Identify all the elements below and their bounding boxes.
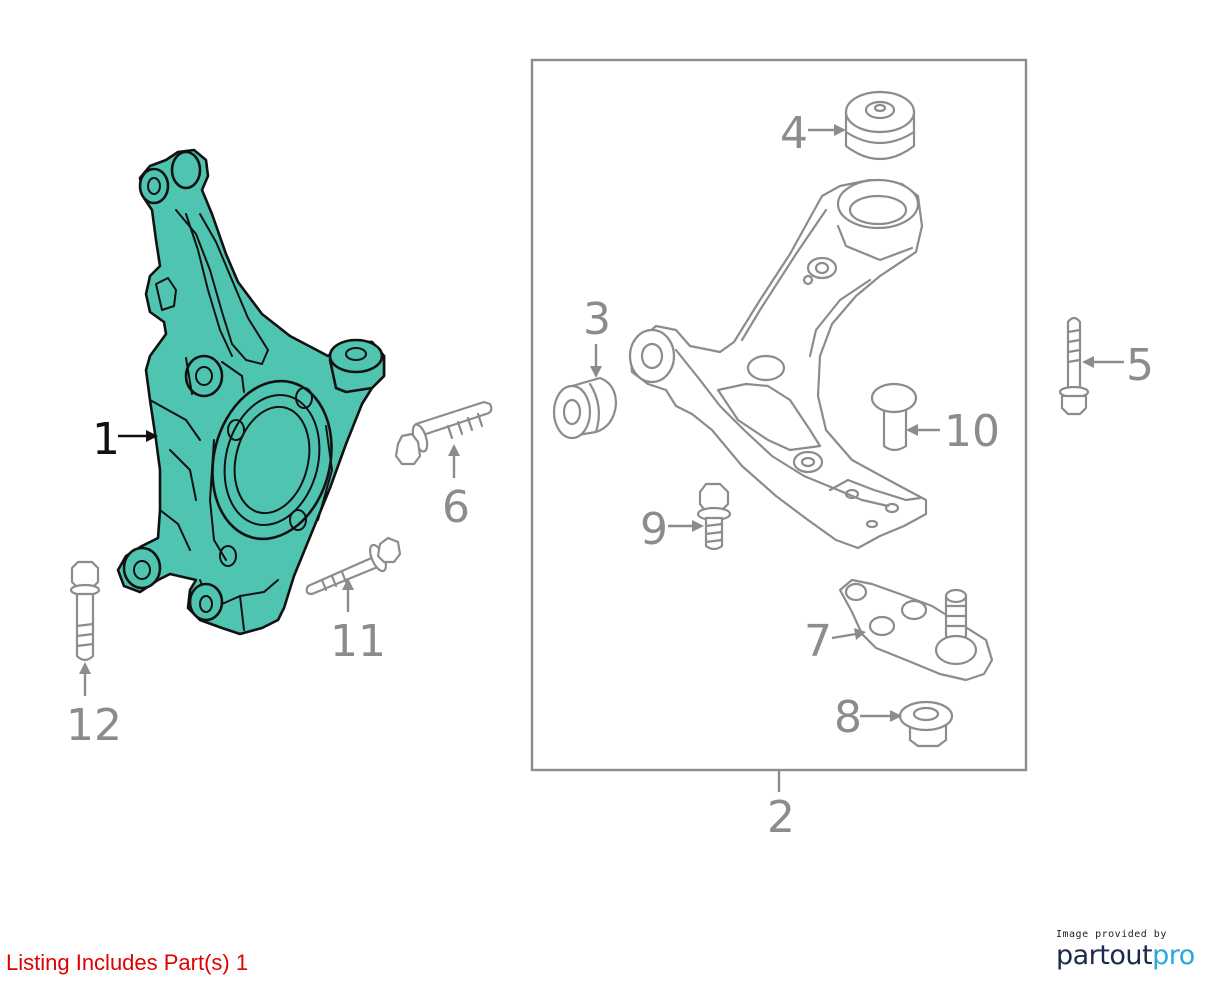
part-6-bolt[interactable]: [394, 400, 493, 466]
part-2-control-arm-assembly-frame: [530, 58, 1028, 792]
part-12-bolt[interactable]: [69, 560, 101, 662]
part-4-bushing[interactable]: [844, 90, 916, 160]
image-credit: Image provided by partoutpro: [1056, 929, 1206, 972]
callout-8[interactable]: 8: [834, 692, 862, 743]
callout-2[interactable]: 2: [767, 792, 795, 843]
part-10-pin[interactable]: [870, 382, 918, 452]
lower-control-arm[interactable]: [628, 178, 928, 550]
callout-9[interactable]: 9: [640, 504, 668, 555]
part-7-ball-joint[interactable]: [838, 578, 994, 682]
part-8-nut[interactable]: [898, 700, 954, 748]
callout-10[interactable]: 10: [944, 406, 1000, 457]
part-5-bolt[interactable]: [1058, 316, 1090, 416]
callout-3[interactable]: 3: [583, 294, 611, 345]
part-1-steering-knuckle[interactable]: [116, 148, 386, 636]
logo-text-pro: pro: [1152, 940, 1195, 971]
callout-5[interactable]: 5: [1126, 340, 1154, 391]
credit-caption: Image provided by: [1056, 929, 1167, 940]
partoutpro-logo: partoutpro: [1056, 940, 1206, 972]
callout-4[interactable]: 4: [780, 108, 808, 159]
logo-text-partout: partout: [1056, 940, 1153, 971]
leader-arrows: [79, 124, 1124, 722]
part-11-bolt[interactable]: [305, 536, 402, 596]
part-9-bolt[interactable]: [696, 482, 732, 551]
callout-1[interactable]: 1: [92, 414, 120, 465]
callout-6[interactable]: 6: [442, 482, 470, 533]
part-3-bushing[interactable]: [552, 376, 618, 440]
callout-7[interactable]: 7: [804, 616, 832, 667]
callout-11[interactable]: 11: [330, 616, 386, 667]
listing-includes-note: Listing Includes Part(s) 1: [6, 950, 249, 975]
callout-12[interactable]: 12: [66, 700, 122, 751]
